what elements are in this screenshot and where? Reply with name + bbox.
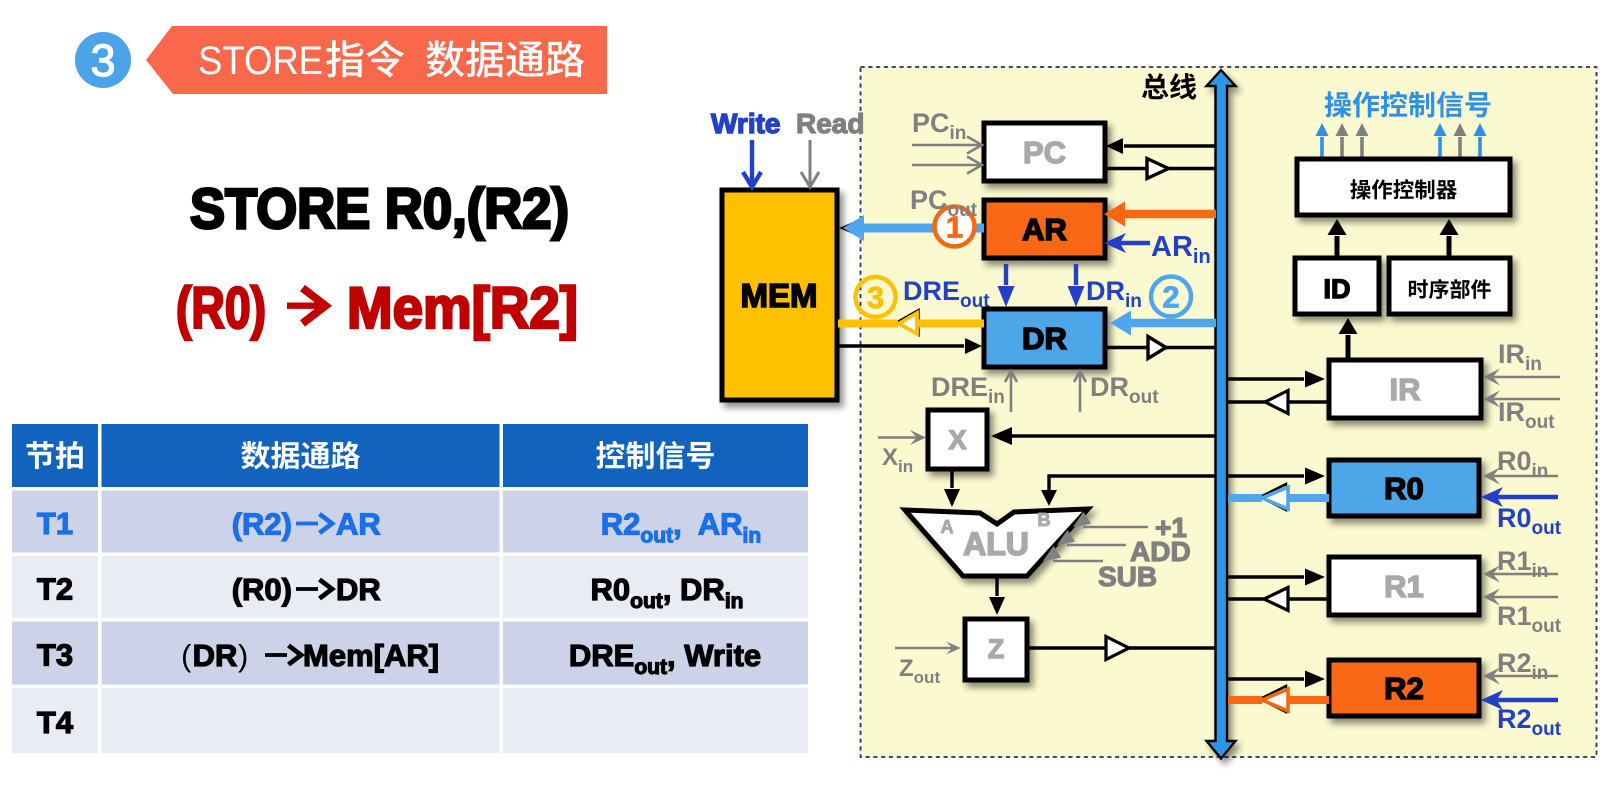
svg-text:T3: T3	[37, 638, 73, 673]
svg-text:Xin: Xin	[882, 444, 913, 476]
svg-text:X: X	[948, 425, 966, 455]
svg-text:R1: R1	[1384, 569, 1424, 604]
svg-text:STORE: STORE	[198, 39, 323, 83]
svg-text:DREout, Write: DREout, Write	[569, 638, 761, 679]
svg-text:A: A	[941, 517, 954, 537]
svg-text:ALU: ALU	[963, 526, 1029, 562]
svg-text:ID: ID	[1324, 274, 1351, 304]
svg-text:3: 3	[90, 35, 115, 86]
svg-text:(: (	[181, 638, 192, 673]
svg-text:STORE R0,(R2): STORE R0,(R2)	[190, 177, 569, 241]
svg-text:(R0): (R0)	[232, 572, 292, 607]
svg-text:MEM: MEM	[741, 277, 818, 314]
svg-text:T1: T1	[37, 506, 73, 541]
svg-text:PC: PC	[1023, 135, 1066, 170]
svg-text:B: B	[1038, 510, 1051, 530]
svg-text:AR: AR	[336, 507, 381, 542]
svg-text:IR: IR	[1390, 372, 1421, 407]
svg-text:R0: R0	[1384, 471, 1424, 506]
svg-text:R2out, ARin: R2out, ARin	[601, 507, 761, 548]
svg-text:R2: R2	[1384, 671, 1424, 706]
svg-text:ADD: ADD	[1130, 536, 1191, 567]
svg-text:DR: DR	[336, 572, 381, 607]
svg-text:2: 2	[1162, 280, 1179, 315]
svg-text:+1: +1	[1155, 512, 1187, 543]
svg-text:Mem[AR]: Mem[AR]	[303, 638, 439, 673]
svg-text:): )	[238, 638, 248, 673]
svg-text:Z: Z	[988, 634, 1005, 664]
svg-text:AR: AR	[1022, 212, 1067, 247]
svg-text:3: 3	[867, 280, 884, 315]
svg-text:Write: Write	[711, 108, 781, 139]
svg-text:(R2): (R2)	[232, 507, 292, 542]
svg-text:SUB: SUB	[1098, 561, 1157, 592]
svg-text:DR: DR	[193, 638, 238, 673]
svg-text:ARin: ARin	[1151, 231, 1211, 268]
svg-text:Mem[R2]: Mem[R2]	[347, 276, 578, 341]
svg-text:Read: Read	[796, 108, 864, 139]
svg-text:DR: DR	[1022, 321, 1067, 356]
svg-text:T2: T2	[37, 572, 73, 607]
svg-text:R0out, DRin: R0out, DRin	[591, 572, 744, 613]
svg-text:(R0): (R0)	[176, 276, 266, 341]
svg-text:T4: T4	[37, 705, 74, 740]
svg-text:1: 1	[946, 210, 963, 245]
